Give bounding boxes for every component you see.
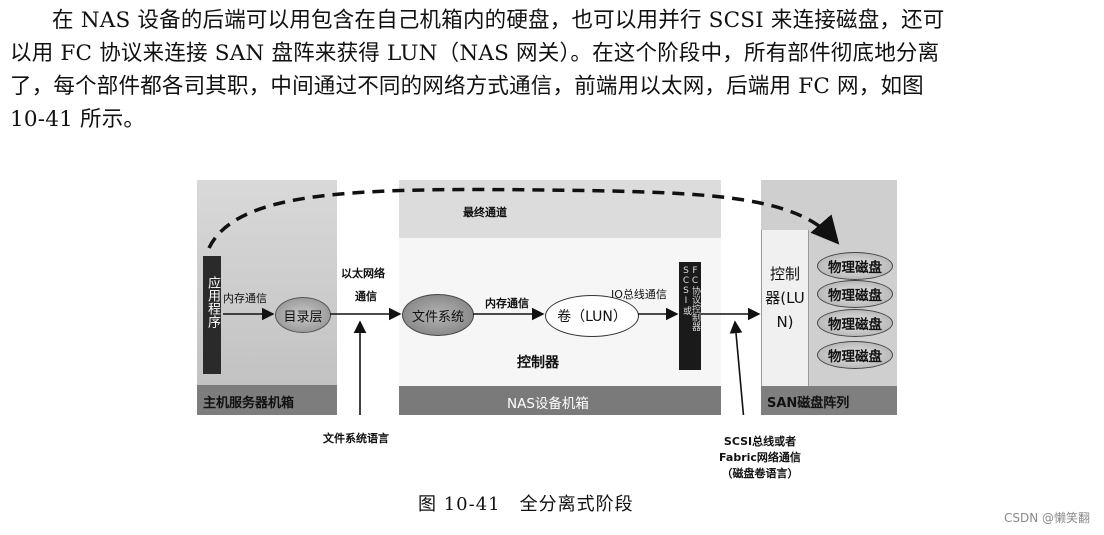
volume-lun-label: 卷（LUN） bbox=[557, 309, 627, 325]
physical-disk-label: 物理磁盘 bbox=[828, 288, 882, 304]
directory-layer: 目录层 bbox=[275, 297, 331, 333]
nas-chassis-label: NAS设备机箱 bbox=[507, 396, 589, 412]
watermark: CSDN @懒笑翻 bbox=[1003, 511, 1090, 525]
san-array-label: SAN磁盘阵列 bbox=[767, 396, 850, 411]
memory-comm-label-nas: 内存通信 bbox=[485, 297, 529, 310]
final-channel-label: 最终通道 bbox=[463, 206, 507, 219]
ethernet-label-line1: 以太网络 bbox=[341, 267, 385, 280]
io-bus-label: IO总线通信 bbox=[611, 288, 667, 301]
file-system-label: 文件系统 bbox=[411, 309, 464, 325]
scsi-bus-label-line1: SCSI总线或者 bbox=[723, 435, 797, 448]
ethernet-label-line2: 通信 bbox=[355, 290, 377, 303]
paragraph-line-3: 了，每个部件都各司其职，中间通过不同的网络方式通信，前端用以太网，后端用 FC … bbox=[10, 74, 924, 99]
nas-controller-label: 控制器 bbox=[517, 355, 559, 371]
physical-disk: 物理磁盘 bbox=[817, 309, 893, 337]
physical-disk-label: 物理磁盘 bbox=[828, 349, 882, 365]
diagram-arrows bbox=[207, 187, 840, 415]
application-box bbox=[203, 256, 221, 374]
physical-disk: 物理磁盘 bbox=[817, 341, 893, 369]
physical-disk-label: 物理磁盘 bbox=[828, 260, 882, 276]
figure-caption: 图 10-41 全分离式阶段 bbox=[418, 494, 634, 515]
san-array-bar bbox=[761, 386, 897, 415]
file-system: 文件系统 bbox=[402, 294, 474, 336]
scsi-bus-label-line3: （磁盘卷语言） bbox=[721, 467, 799, 480]
paragraph-line-1: 在 NAS 设备的后端可以用包含在自己机箱内的硬盘，也可以用并行 SCSI 来连… bbox=[52, 8, 945, 33]
nas-chassis-bar bbox=[399, 386, 721, 415]
fs-language-label: 文件系统语言 bbox=[323, 432, 389, 445]
san-controller-label: 控制器(LUN) bbox=[765, 265, 805, 331]
directory-layer-label: 目录层 bbox=[283, 309, 323, 325]
architecture-diagram: 主机服务器机箱 应用程序 内存通信 目录层 NAS设备机箱 最终通道 控制器 文… bbox=[197, 180, 897, 415]
memory-comm-label-host: 内存通信 bbox=[223, 292, 267, 305]
fc-controller-box bbox=[679, 262, 701, 370]
physical-disk: 物理磁盘 bbox=[817, 252, 893, 280]
host-server-bar bbox=[197, 385, 337, 415]
fc-column-right-label: FC协议控制器 bbox=[690, 266, 700, 331]
san-controller-box bbox=[761, 230, 809, 386]
final-channel-arrow bbox=[207, 187, 840, 249]
application-label: 应用程序 bbox=[205, 276, 220, 328]
host-server-label: 主机服务器机箱 bbox=[203, 396, 295, 411]
body-paragraph: 在 NAS 设备的后端可以用包含在自己机箱内的硬盘，也可以用并行 SCSI 来连… bbox=[10, 4, 1096, 136]
scsi-bus-label-line2: Fabric网络通信 bbox=[719, 451, 801, 464]
volume-lun: 卷（LUN） bbox=[545, 295, 639, 337]
fc-column-left-label: SCSI或 bbox=[681, 266, 691, 315]
physical-disk-label: 物理磁盘 bbox=[828, 317, 882, 333]
scsi-pointer bbox=[729, 320, 745, 415]
paragraph-line-4: 10-41 所示。 bbox=[10, 107, 146, 132]
paragraph-line-2: 以用 FC 协议来连接 SAN 盘阵来获得 LUN（NAS 网关）。在这个阶段中… bbox=[10, 41, 940, 66]
physical-disk: 物理磁盘 bbox=[817, 280, 893, 308]
